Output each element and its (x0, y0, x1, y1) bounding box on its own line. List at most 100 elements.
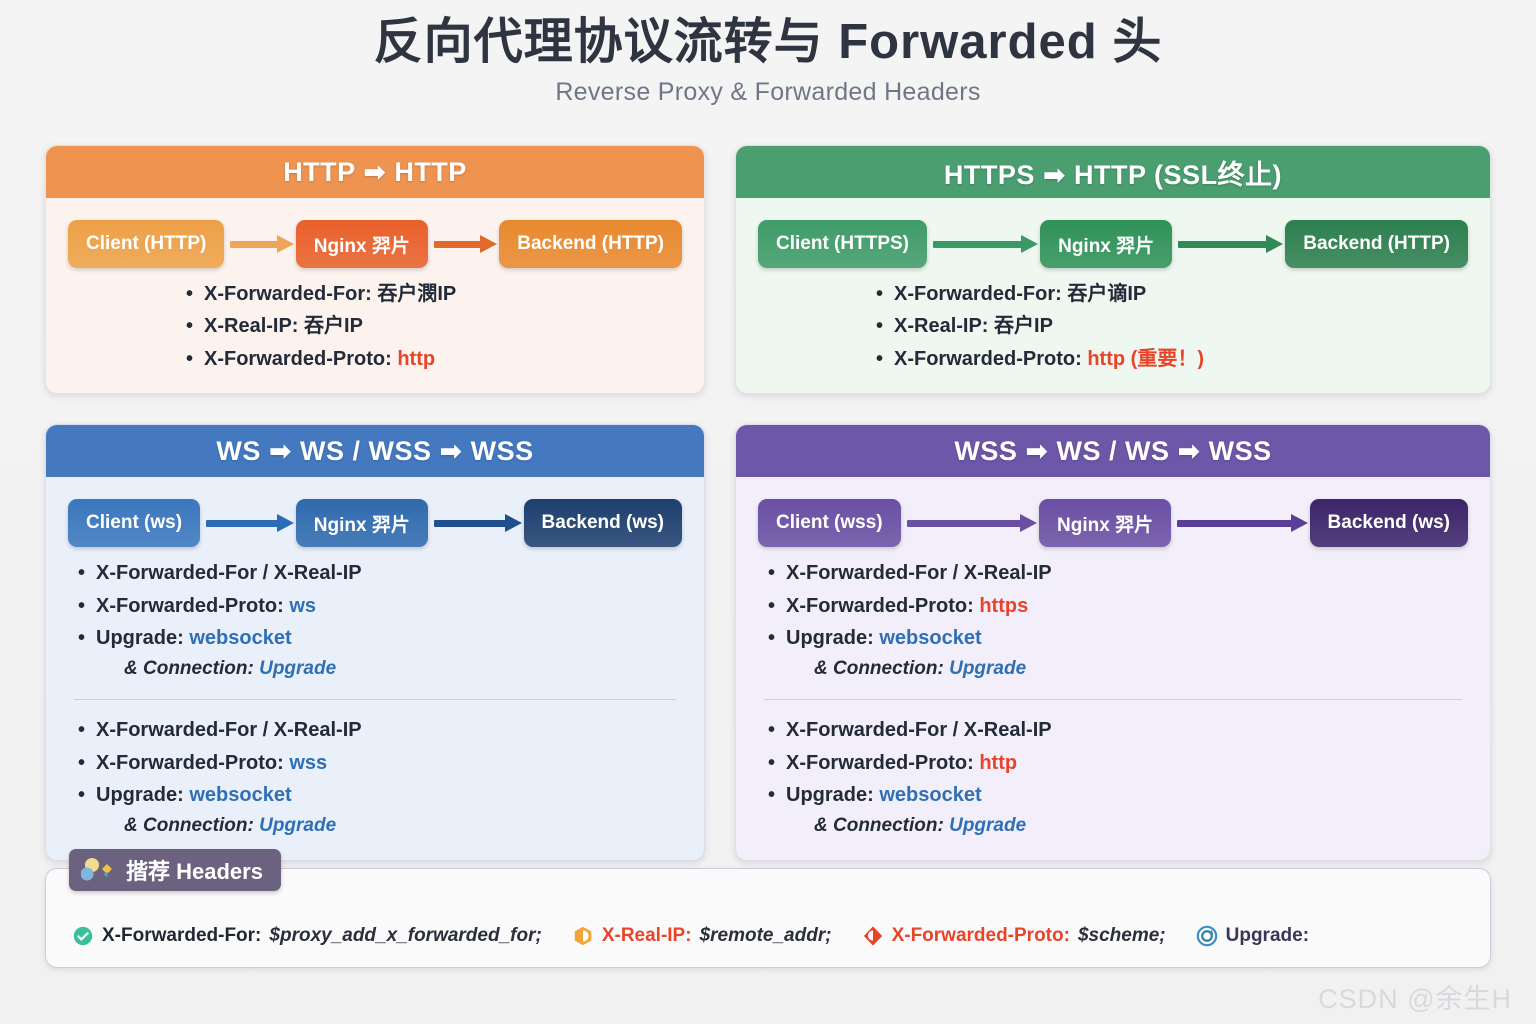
list-item: X-Forwarded-For: 吞户谪IP (876, 278, 1468, 310)
sub-line: & Connection: Upgrade (768, 811, 1468, 842)
flow-arrow (430, 235, 498, 253)
flow-node: Nginx 羿片 (295, 499, 428, 548)
page-title: 反向代理协议流转与 Forwarded 头 (373, 15, 1163, 69)
header-list: X-Forwarded-For / X-Real-IP X-Forwarded-P… (68, 714, 682, 842)
list-item: X-Forwarded-Proto: http (重要！) (876, 343, 1468, 375)
sub-key: & Connection: (814, 815, 944, 837)
flow-node: Backend (ws) (523, 499, 683, 548)
recommended-headers-badge: 揩荐 Headers (69, 849, 281, 891)
flow-node: Nginx 羿片 (1040, 220, 1173, 268)
list-item: Upgrade: websocket& Connection: Upgrade (78, 779, 682, 842)
header-key: X-Forwarded-For: (894, 283, 1062, 305)
recommended-header-key: X-Forwarded-For: (102, 925, 262, 946)
recommended-header-item: X-Forwarded-Proto: $scheme; (862, 925, 1166, 947)
recommended-header-item: X-Real-IP:$remote_addr; (572, 925, 832, 947)
list-item: X-Forwarded-For / X-Real-IP (768, 557, 1468, 589)
flow-arrow (202, 514, 294, 533)
header-value: http (397, 347, 436, 370)
sub-value: Upgrade (949, 815, 1027, 837)
list-item: X-Forwarded-Proto: http (186, 343, 682, 375)
recommended-header-key: X-Forwarded-Proto: (891, 925, 1070, 946)
flow-arrow (929, 235, 1039, 253)
header-key: X-Real-IP: (894, 315, 989, 338)
list-item: Upgrade: websocket & Connection: Upgrade (78, 622, 682, 685)
list-item: X-Forwarded-Proto: http (768, 747, 1468, 779)
header-value: https (979, 594, 1029, 617)
sub-line: & Connection: Upgrade (78, 811, 682, 842)
header-key: Upgrade: (786, 626, 874, 649)
sub-key: & Connection: (814, 658, 944, 680)
card-header: HTTP ➡ HTTP (46, 146, 704, 198)
recommended-header-key: X-Real-IP: (601, 925, 692, 946)
header-key: X-Forwarded-For / X-Real-IP (786, 562, 1052, 585)
list-item: X-Forwarded-For / X-Real-IP (78, 714, 682, 746)
list-item: X-Forwarded-For: 吞户潣IP (186, 278, 682, 310)
header-key: X-Real-IP: (204, 315, 299, 338)
header-value: http (重要！) (1087, 347, 1204, 370)
header-value: 吞户谪IP (1067, 283, 1147, 305)
cards-grid: HTTP ➡ HTTP Client (HTTP) Nginx 羿片 Backend … (45, 145, 1491, 862)
hexagon-icon (574, 926, 592, 946)
header-list: X-Forwarded-For / X-Real-IP X-Forwarded-P… (758, 714, 1468, 842)
header-list: X-Forwarded-For: 吞户潣IPX-Real-IP: 吞户IPX-F… (68, 278, 682, 375)
recommended-header-item: X-Forwarded-For: $proxy_add_x_forwarded_f… (72, 925, 542, 947)
recommended-header-value: $proxy_add_x_forwarded_for; (269, 925, 542, 946)
header-value: 吞户IP (994, 315, 1053, 338)
header-key: X-Forwarded-For / X-Real-IP (786, 719, 1052, 742)
header-value: http (979, 751, 1018, 774)
flow-node: Backend (HTTP) (1285, 220, 1468, 268)
header-key: X-Forwarded-For / X-Real-IP (96, 719, 362, 742)
flow-node: Client (HTTP) (68, 220, 225, 268)
recommended-headers-list: X-Forwarded-For: $proxy_add_x_forwarded_f… (72, 925, 1480, 947)
badge-label: 揩荐 Headers (126, 859, 263, 884)
header-value: 吞户潣IP (377, 283, 457, 305)
flow-arrow (1174, 235, 1284, 253)
card-body: Client (HTTPS) Nginx 羿片 Backend (HTTP) X-Fo… (736, 198, 1490, 393)
watermark: CSDN @余生H (1318, 984, 1512, 1014)
header-key: X-Forwarded-Proto: (894, 347, 1082, 370)
sub-value: Upgrade (259, 815, 337, 837)
flow-node: Nginx 羿片 (295, 220, 428, 268)
header-key: X-Forwarded-Proto: (786, 594, 974, 617)
card-header: WS ➡ WS / WSS ➡ WSS (46, 425, 704, 478)
header-key: Upgrade: (96, 626, 184, 649)
refresh-circle-icon (1196, 925, 1217, 947)
card-https-to-http: HTTPS ➡ HTTP (SSL终止) Client (HTTPS) Nginx … (735, 145, 1491, 395)
flow-arrow (903, 514, 1038, 533)
flow-node: Client (HTTPS) (758, 220, 927, 268)
header-value: websocket (189, 626, 292, 649)
header-key: Upgrade: (786, 783, 874, 806)
header-value: ws (289, 594, 317, 617)
flow-arrow (430, 514, 522, 533)
palette-dots-icon (80, 857, 117, 883)
page-subtitle: Reverse Proxy & Forwarded Headers (555, 77, 981, 106)
list-item: X-Forwarded-Proto: https (768, 590, 1468, 622)
recommended-header-item: Upgrade: (1196, 925, 1309, 947)
header-list: X-Forwarded-For / X-Real-IPX-Forwarded-P… (68, 557, 682, 685)
flow-node: Client (wss) (758, 499, 901, 548)
title-block: 反向代理协议流转与 Forwarded 头 Reverse Proxy & Fo… (0, 0, 1536, 107)
list-item: X-Forwarded-For / X-Real-IP (78, 557, 682, 589)
sub-key: & Connection: (124, 658, 254, 680)
sub-value: Upgrade (949, 658, 1027, 680)
recommended-header-value: $scheme; (1077, 925, 1166, 946)
header-list: X-Forwarded-For: 吞户谪IP X-Real-IP: 吞户IP X-F… (758, 278, 1468, 375)
list-item: Upgrade: websocket& Connection: Upgrade (768, 622, 1468, 685)
group-divider (764, 699, 1462, 701)
header-list: X-Forwarded-For / X-Real-IP X-Forwarded-P… (758, 557, 1468, 685)
sub-line: & Connection: Upgrade (78, 654, 682, 685)
flow-node: Nginx 羿片 (1039, 499, 1172, 548)
list-item: X-Forwarded-Proto: wss (78, 747, 682, 779)
header-value: websocket (879, 783, 982, 806)
card-header: WSS ➡ WS / WS ➡ WSS (736, 425, 1490, 478)
card-header: HTTPS ➡ HTTP (SSL终止) (736, 146, 1490, 198)
header-key: X-Forwarded-Proto: (786, 751, 974, 774)
